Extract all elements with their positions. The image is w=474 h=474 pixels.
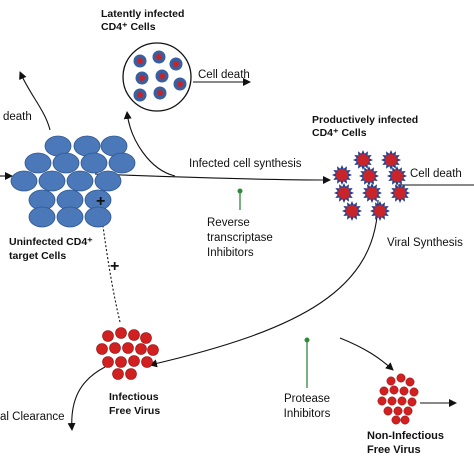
protease-label-1: Protease (283, 393, 331, 405)
noninfectious-particle (397, 396, 407, 406)
uninfected-label-2: target Cells (9, 250, 67, 262)
cell-death-right-label: Cell death (410, 168, 462, 180)
virus-particle (141, 356, 153, 368)
infectious-label-2: Free Virus (109, 405, 161, 417)
productive-label-2: CD4⁺ Cells (312, 127, 367, 139)
uninfected-cell (24, 152, 52, 174)
noninfectious-particle (400, 415, 410, 425)
virus-particle (115, 327, 127, 339)
latent-cell (153, 86, 167, 100)
uninfected-cell (28, 206, 56, 228)
latent-cell (155, 69, 169, 83)
virus-particle (135, 343, 147, 355)
noninfectious-particle (391, 415, 401, 425)
noninfectious-particle (389, 385, 399, 395)
uninfected-cells (10, 135, 136, 228)
uninfected-cell (108, 152, 136, 174)
virus-particle (102, 330, 114, 342)
uninfected-cell (84, 206, 112, 228)
noninfectious-particle (403, 406, 413, 416)
productive-cells (332, 150, 410, 221)
latent-cell (152, 50, 166, 64)
virus-particle (125, 368, 137, 380)
noninfectious-particle (387, 396, 397, 406)
latent-cells (122, 42, 192, 112)
noninfectious-particle (379, 386, 389, 396)
uninfected-label-1: Uninfected CD4⁺ (9, 236, 93, 248)
inhibitor-markers (237, 188, 310, 388)
protease-label-2: Inhibitors (283, 408, 331, 420)
productive-cell (370, 201, 390, 221)
infected-synthesis-label: Infected cell synthesis (189, 158, 302, 170)
noninfectious-particle (393, 406, 403, 416)
latent-cell (169, 57, 183, 71)
uninfected-cell (56, 206, 84, 228)
latent-label-1: Latently infected (101, 8, 185, 20)
productive-cell (334, 183, 354, 203)
arrow-uninfected-death (19, 71, 51, 131)
latent-cell (135, 71, 149, 85)
noninfectious-particle (383, 406, 393, 416)
virus-particle (147, 344, 159, 356)
cell-death-top-label: Cell death (198, 69, 250, 81)
viral-synthesis-label: Viral Synthesis (387, 237, 463, 249)
productive-cell (387, 166, 407, 186)
virus-particle (122, 342, 134, 354)
uninfected-cell (52, 152, 80, 174)
virus-particle (112, 368, 124, 380)
virus-particle (128, 355, 140, 367)
productive-cell (390, 183, 410, 203)
uninfected-cell (80, 152, 108, 174)
uninfected-cell (38, 170, 66, 192)
latent-cell (133, 54, 147, 68)
productive-cell (381, 150, 401, 170)
infectious-virus (96, 327, 159, 380)
latent-label-2: CD4⁺ Cells (101, 21, 156, 33)
uninfected-cell (94, 170, 122, 192)
virus-particle (96, 343, 108, 355)
virus-particle (102, 356, 114, 368)
noninfectious-virus (377, 373, 419, 425)
connectors (0, 71, 474, 431)
productive-cell (353, 150, 373, 170)
productive-cell (342, 201, 362, 221)
virus-particle (115, 356, 127, 368)
arrow-clearance (67, 366, 106, 431)
noninfectious-particle (405, 377, 415, 387)
noninfectious-particle (377, 396, 387, 406)
productive-cell (362, 183, 382, 203)
arrow-productive-to-virus (149, 199, 379, 368)
latent-cell (133, 88, 147, 102)
noninfectious-particle (409, 387, 419, 397)
productive-label-1: Productively infected (312, 114, 419, 126)
noninfectious-particle (399, 386, 409, 396)
arrow-to-latent (123, 111, 176, 177)
virus-particle (128, 329, 140, 341)
virus-particle (140, 332, 152, 344)
arrow-viral-synthesis (339, 337, 394, 371)
noninfectious-label-2: Free Virus (367, 444, 421, 456)
noninfectious-particle (396, 373, 406, 383)
rt-inhibitors-label-1: Reverse (207, 217, 250, 229)
noninfectious-label-1: Non-Infectious (367, 430, 444, 442)
latent-cell (173, 77, 187, 91)
arrow-uninfected-to-productive (94, 173, 331, 184)
noninfectious-particle (407, 397, 417, 407)
infectious-label-1: Infectious (109, 391, 159, 403)
uninfected-cell (66, 170, 94, 192)
uninfected-cell (10, 170, 38, 192)
arrow-virus-infects (99, 204, 121, 323)
virus-particle (109, 342, 121, 354)
productive-cell (332, 165, 352, 185)
clearance-label: al Clearance (0, 411, 65, 423)
noninfectious-particle (386, 376, 396, 386)
death-left-label: death (3, 111, 32, 123)
productive-cell (359, 166, 379, 186)
plus-upper: + (96, 193, 106, 210)
rt-inhibitors-label-3: Inhibitors (207, 247, 254, 259)
rt-inhibitors-label-2: transcriptase (207, 232, 273, 244)
plus-lower: + (110, 258, 120, 275)
